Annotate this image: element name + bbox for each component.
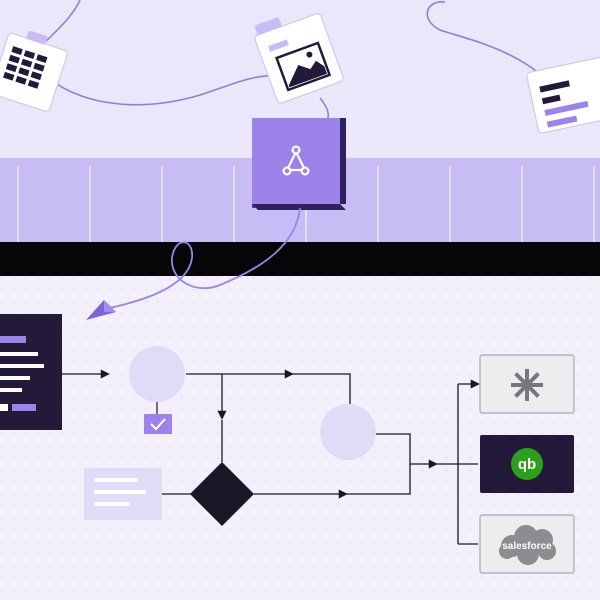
process-node-2: [320, 404, 376, 460]
integration-card-quickbooks: qb: [480, 435, 574, 493]
chart-document-icon: [526, 55, 600, 134]
asterisk-integration-icon: [511, 369, 543, 401]
workflow-node-icon: [282, 145, 310, 176]
integration-card-asterisk: [479, 354, 575, 414]
source-document-panel: [0, 314, 62, 430]
checkmark-icon: [150, 418, 166, 431]
flow-line-3: [292, 373, 351, 404]
workflow-node: [252, 118, 346, 210]
flow-line-9: [376, 433, 438, 469]
salesforce-icon: [499, 525, 556, 565]
black-band: [0, 242, 600, 276]
salesforce-label: salesforce: [502, 541, 552, 552]
integration-card-salesforce: salesforce: [479, 514, 575, 574]
curve-line-left: [47, 74, 301, 106]
data-card: [84, 468, 162, 520]
checkmark-badge: [144, 402, 172, 434]
image-document-icon: [254, 13, 344, 104]
curve-line-right: [426, 1, 556, 89]
quickbooks-icon: [511, 448, 543, 480]
loop-connector: [99, 207, 301, 311]
flow-line-8: [346, 464, 411, 495]
decision-diamond: [190, 462, 254, 526]
process-node-1: [129, 346, 185, 402]
quickbooks-label: qb: [518, 456, 536, 473]
table-document-icon: [0, 30, 68, 112]
